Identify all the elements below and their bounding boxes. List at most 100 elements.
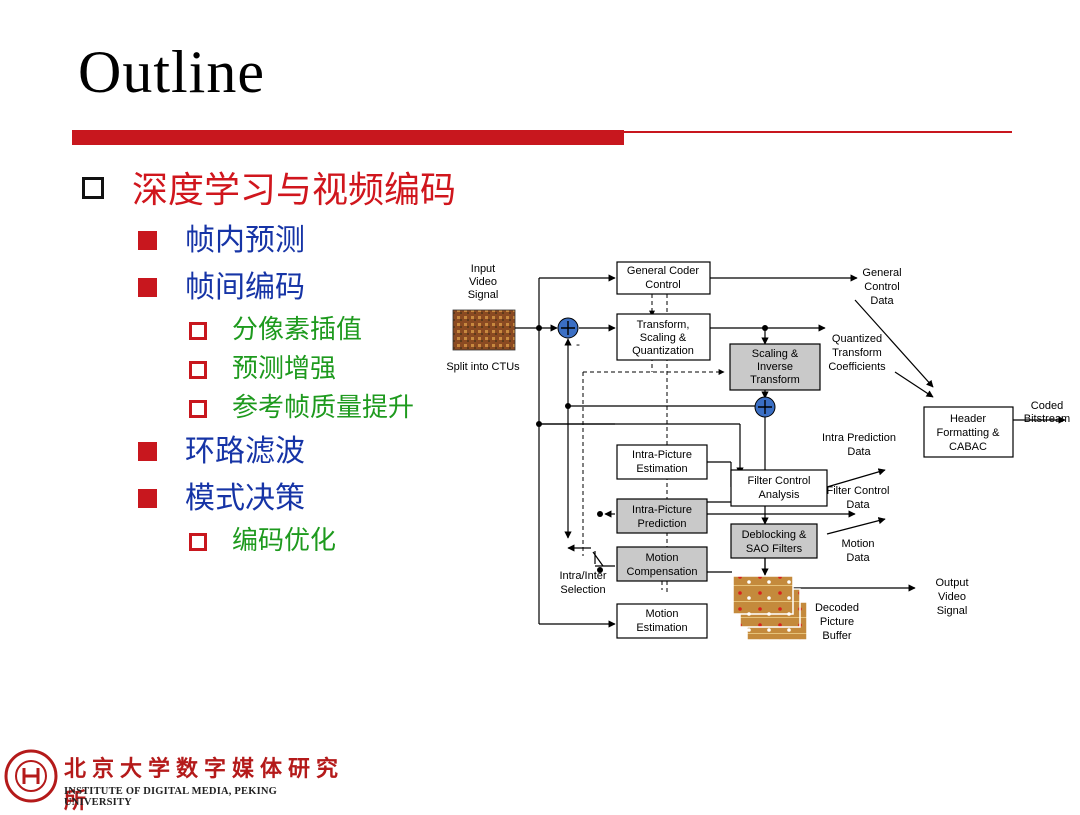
label-line: Control — [864, 281, 899, 293]
slide-title: Outline — [78, 39, 265, 105]
block-text: Scaling & — [752, 348, 799, 360]
institute-name-en: INSTITUTE OF DIGITAL MEDIA, PEKING UNIVE… — [64, 786, 278, 808]
plus-icon — [758, 400, 772, 414]
outline-text: 预测增强 — [232, 354, 337, 384]
block-text: Filter Control — [748, 475, 811, 487]
label-line: Transform — [832, 347, 882, 359]
label-line: Intra/Inter — [559, 570, 606, 582]
junction-dot — [597, 567, 603, 573]
outline-item-mode-decision: 模式决策 — [80, 475, 456, 522]
junction-dot — [565, 403, 571, 409]
block-text: Intra-Picture — [632, 504, 692, 516]
block-text: Estimation — [636, 622, 687, 634]
label-line: Coded — [1031, 400, 1063, 412]
hollow-square-bullet-icon — [189, 322, 207, 340]
hollow-square-bullet-icon — [82, 177, 104, 199]
hevc-encoder-diagram: Input Video Signal Split into CTUs — [446, 261, 1070, 642]
filled-square-bullet-icon — [138, 278, 157, 297]
block-text: Inverse — [757, 361, 793, 373]
signal-lines — [515, 274, 1066, 628]
hollow-square-bullet-icon — [189, 400, 207, 418]
label-line: Input — [471, 263, 495, 275]
block-filter-control-analysis: Filter Control Analysis — [730, 469, 828, 507]
filled-square-bullet-icon — [138, 442, 157, 461]
block-text: Prediction — [638, 518, 687, 530]
institute-name-cn: 北京大学数字媒体研究所 — [64, 756, 345, 814]
outline-item-loop-filter: 环路滤波 — [80, 428, 456, 475]
outline-item-subpixel-interpolation: 分像素插值 — [80, 311, 456, 350]
label-line: General — [862, 267, 901, 279]
outline-item-deep-learning-video-coding: 深度学习与视频编码 — [80, 165, 456, 217]
junction-dot — [536, 421, 542, 427]
block-text: Transform — [750, 374, 800, 386]
label-line: Video — [938, 591, 966, 603]
filled-square-bullet-icon — [138, 231, 157, 250]
block-text: CABAC — [949, 441, 987, 453]
label-line: Selection — [560, 584, 605, 596]
label-line: Data — [870, 295, 894, 307]
block-motion-estimation: Motion Estimation — [616, 603, 708, 639]
institute-logo: 北京大学数字媒体研究所 INSTITUTE OF DIGITAL MEDIA, … — [0, 748, 345, 814]
outline-item-reference-frame-enhancement: 参考帧质量提升 — [80, 389, 456, 428]
block-text: Motion — [645, 608, 678, 620]
block-text: Quantization — [632, 345, 694, 357]
title-rule-thin — [624, 131, 1012, 133]
block-text: Motion — [645, 552, 678, 564]
outline-text: 模式决策 — [185, 481, 305, 516]
outline-text: 帧间编码 — [185, 270, 305, 305]
label-line: Picture — [820, 616, 854, 628]
label-line: Data — [846, 499, 870, 511]
label-line: Quantized — [832, 333, 882, 345]
label-line: Signal — [937, 605, 968, 617]
decoded-picture-frames — [732, 575, 808, 641]
minus-sign-label: - — [576, 337, 580, 351]
picture-frame-image — [732, 575, 794, 615]
plus-icon — [561, 321, 575, 335]
label-line: Buffer — [822, 630, 851, 642]
block-text: Scaling & — [640, 332, 687, 344]
label-line: Coefficients — [828, 361, 886, 373]
block-text: Transform, — [637, 319, 690, 331]
outline-text: 帧内预测 — [185, 223, 305, 258]
block-text: Deblocking & — [742, 529, 807, 541]
input-video-label: Input Video Signal — [468, 263, 499, 301]
block-deblocking-sao: Deblocking & SAO Filters — [730, 523, 818, 559]
outline-text: 参考帧质量提升 — [232, 393, 415, 423]
split-ctu-label: Split into CTUs — [446, 361, 520, 373]
outline-item-prediction-enhancement: 预测增强 — [80, 350, 456, 389]
block-text: Analysis — [759, 489, 800, 501]
block-intra-prediction: Intra-Picture Prediction — [616, 498, 708, 534]
junction-dot — [597, 511, 603, 517]
outline-item-coding-optimization: 编码优化 — [80, 522, 456, 561]
hollow-square-bullet-icon — [189, 533, 207, 551]
outline-item-inter-coding: 帧间编码 — [80, 264, 456, 311]
label-line: Output — [935, 577, 968, 589]
outline-text: 深度学习与视频编码 — [132, 170, 457, 211]
block-header-formatting-cabac: Header Formatting & CABAC — [923, 406, 1014, 458]
block-motion-compensation: Motion Compensation — [616, 546, 708, 582]
label-line: Video — [469, 276, 497, 288]
block-text: Formatting & — [937, 427, 1001, 439]
block-text: General Coder — [627, 265, 699, 277]
label-line: Bitstream — [1024, 413, 1070, 425]
outline-item-intra-prediction: 帧内预测 — [80, 217, 456, 264]
block-general-coder-control: General Coder Control — [616, 261, 711, 295]
junction-dot — [536, 325, 542, 331]
label-line: Signal — [468, 289, 499, 301]
block-intra-estimation: Intra-Picture Estimation — [616, 444, 708, 480]
label-line: Decoded — [815, 602, 859, 614]
outline-list: 深度学习与视频编码 帧内预测 帧间编码 分像素插值 预测增强 参考帧质量提升 环… — [80, 165, 456, 561]
label-line: Motion — [841, 538, 874, 550]
outline-text: 分像素插值 — [232, 315, 363, 345]
label-line: Intra Prediction — [822, 432, 896, 444]
block-transform-quantization: Transform, Scaling & Quantization — [616, 313, 711, 361]
title-rule-thick — [72, 130, 624, 145]
block-text: Control — [645, 279, 680, 291]
junction-dot — [762, 325, 768, 331]
peking-university-seal-icon — [4, 749, 58, 803]
block-text: SAO Filters — [746, 543, 803, 555]
filled-square-bullet-icon — [138, 489, 157, 508]
diagram-labels: General Control Data Quantized Transform… — [559, 267, 1070, 642]
outline-text: 编码优化 — [232, 526, 337, 556]
label-line: Data — [846, 552, 870, 564]
